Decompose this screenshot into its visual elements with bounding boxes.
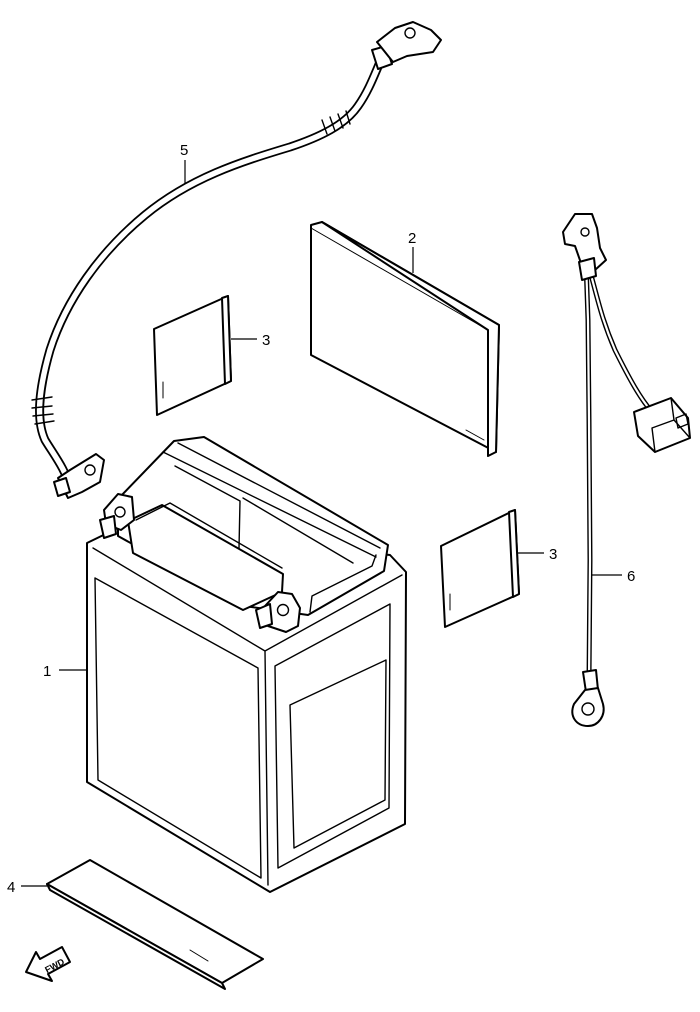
lead-wire-part-6[interactable] — [562, 213, 691, 727]
callout-5: 5 — [180, 142, 188, 159]
cable-boot-upper — [321, 45, 393, 135]
cable-boot-lower — [31, 396, 55, 425]
small-pad-part-3-lower[interactable] — [440, 509, 520, 628]
battery-part-1[interactable] — [86, 436, 407, 893]
forward-direction-arrow: FWD — [25, 946, 71, 982]
lead-clip-top — [562, 213, 607, 271]
battery-pad-part-2[interactable] — [310, 221, 500, 457]
callout-2: 2 — [408, 230, 416, 247]
battery-cable-part-5[interactable] — [31, 21, 442, 499]
cable-terminal-upper — [376, 21, 442, 63]
callout-numbers: 1 2 3 3 4 5 6 — [7, 142, 635, 896]
callout-leaders — [21, 160, 622, 887]
small-pad-part-3-upper[interactable] — [153, 295, 232, 416]
battery-sheet-part-4[interactable] — [46, 859, 264, 990]
callout-3-upper: 3 — [262, 332, 270, 349]
callout-3-lower: 3 — [549, 546, 557, 563]
callout-1: 1 — [43, 663, 51, 680]
lead-ring-terminal — [571, 687, 605, 727]
callout-6: 6 — [627, 568, 635, 585]
callout-4: 4 — [7, 879, 15, 896]
